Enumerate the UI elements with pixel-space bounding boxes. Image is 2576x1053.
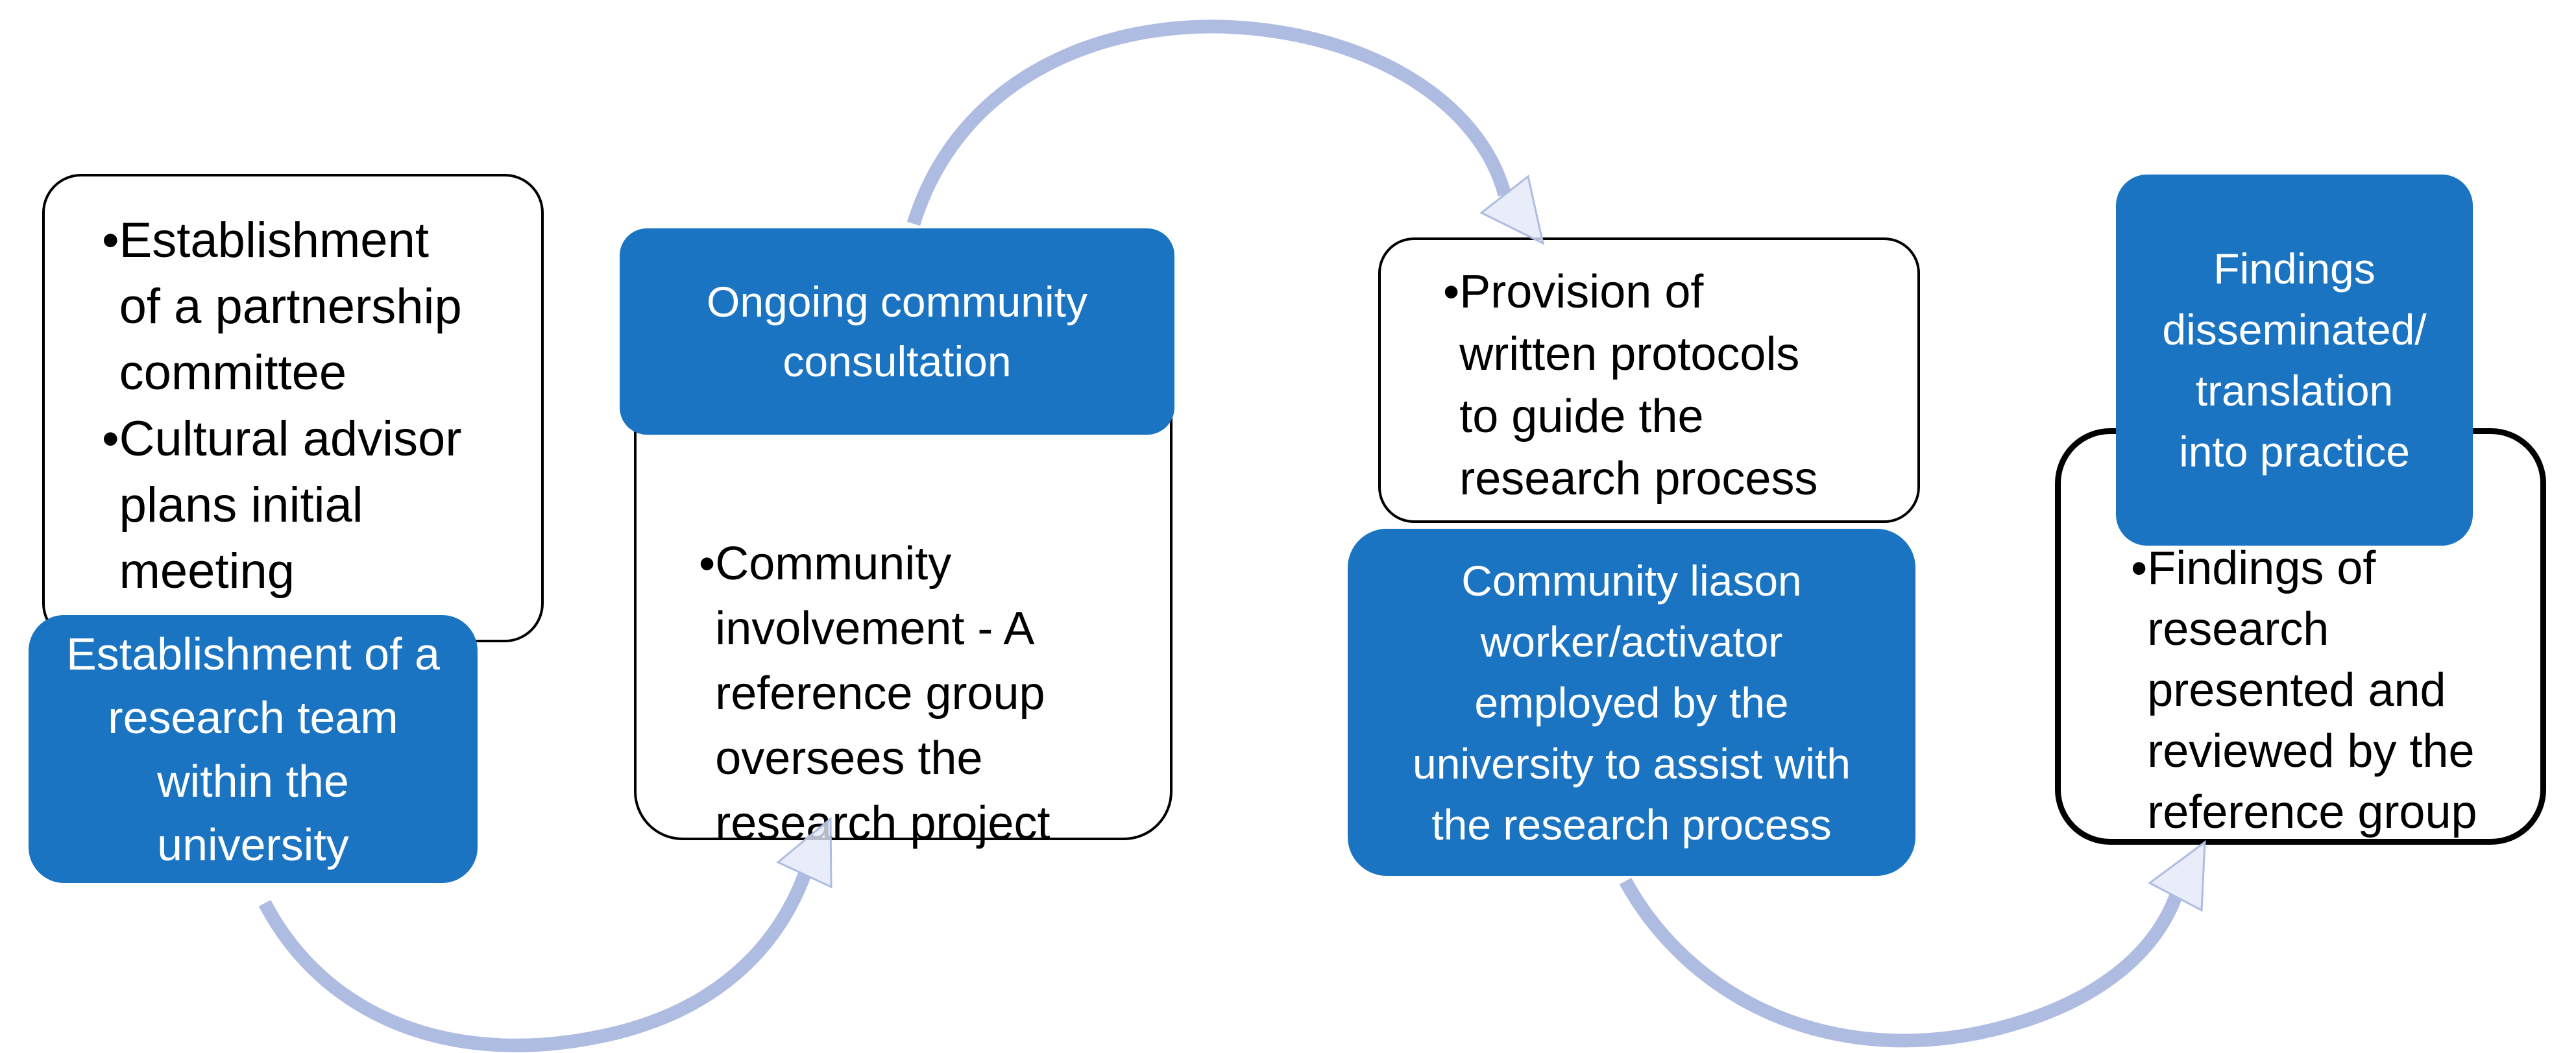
bullet-item: •Community involvement - A reference gro… bbox=[699, 531, 1147, 856]
bullet-marker: • bbox=[102, 213, 119, 268]
bullet-marker: • bbox=[2131, 542, 2148, 594]
bullet-text: Establishment of a partnership committee bbox=[119, 213, 462, 400]
bullet-marker: • bbox=[1443, 266, 1460, 318]
arrowhead-down-icon bbox=[1479, 175, 1545, 245]
stage2-label: Ongoing community consultation bbox=[707, 278, 1088, 385]
stage3-label: Community liason worker/activator employ… bbox=[1413, 556, 1851, 849]
bullet-text: Findings of research presented and revie… bbox=[2147, 542, 2477, 838]
arc-shaft bbox=[258, 872, 811, 1052]
stage4-label-box: Findings disseminated/ translation into … bbox=[2116, 175, 2473, 546]
stage3-label-box: Community liason worker/activator employ… bbox=[1348, 529, 1915, 876]
stage4-label: Findings disseminated/ translation into … bbox=[2162, 245, 2427, 476]
bullet-text: Cultural advisor plans initial meeting bbox=[119, 411, 462, 599]
stage3-callout-box: •Provision of written protocols to guide… bbox=[1378, 237, 1920, 523]
bullet-item: •Cultural advisor plans initial meeting bbox=[102, 406, 523, 605]
arrowhead-up-icon bbox=[2148, 840, 2206, 912]
stage1-bullet-list: •Establishment of a partnership committe… bbox=[102, 208, 523, 605]
stage2-bullet-list: •Community involvement - A reference gro… bbox=[699, 531, 1147, 856]
stage3-bullet-list: •Provision of written protocols to guide… bbox=[1443, 261, 1894, 510]
bullet-text: Community involvement - A reference grou… bbox=[715, 538, 1051, 849]
arc-stage2-to-stage3 bbox=[906, 19, 1545, 245]
stage4-bullet-list: •Findings of research presented and revi… bbox=[2131, 538, 2525, 843]
bullet-text: Provision of written protocols to guide … bbox=[1459, 266, 1818, 505]
arc-shaft bbox=[906, 19, 1512, 226]
stage1-label: Establishment of a research team within … bbox=[66, 628, 440, 870]
bullet-item: •Establishment of a partnership committe… bbox=[102, 208, 523, 406]
arc-shaft bbox=[1619, 877, 2182, 1048]
stage2-callout-box: •Community involvement - A reference gro… bbox=[634, 370, 1173, 849]
bullet-item: •Findings of research presented and revi… bbox=[2131, 538, 2525, 843]
bullet-marker: • bbox=[699, 538, 716, 590]
stage2-label-box: Ongoing community consultation bbox=[620, 228, 1174, 435]
stage1-callout-box: •Establishment of a partnership committe… bbox=[42, 174, 544, 642]
bullet-marker: • bbox=[102, 411, 119, 466]
stage1-label-box: Establishment of a research team within … bbox=[29, 615, 478, 883]
bullet-item: •Provision of written protocols to guide… bbox=[1443, 261, 1894, 510]
